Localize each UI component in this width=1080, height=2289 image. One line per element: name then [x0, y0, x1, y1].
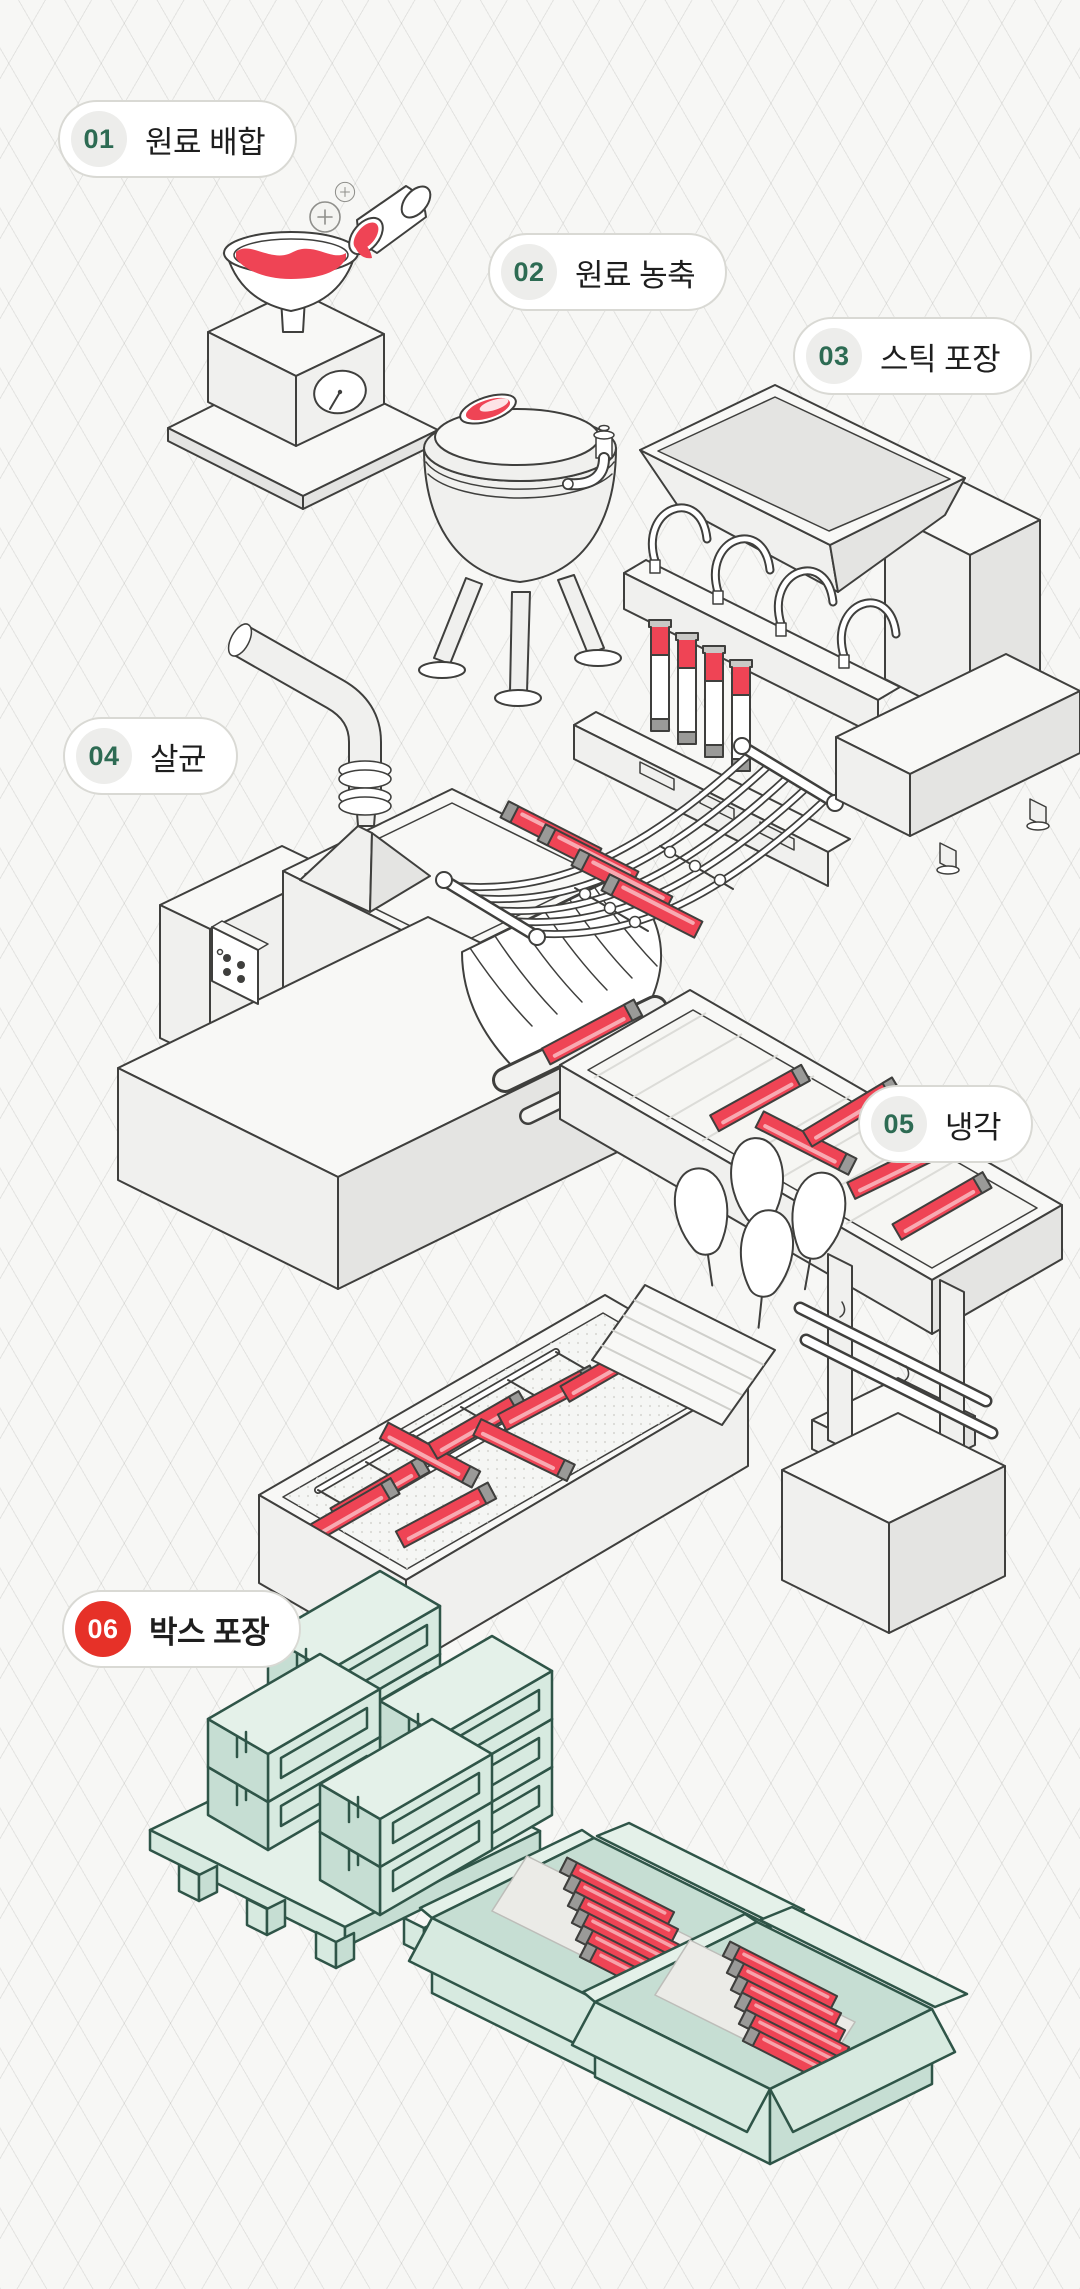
station-3-conveyor-icon [435, 737, 844, 946]
paddle-unit-icon [669, 1135, 1006, 1634]
pouring-cup-icon [348, 185, 432, 259]
step-number-badge: 06 [75, 1601, 131, 1657]
station-5-cooling-bath-icon [258, 1135, 1006, 1669]
step-pill-06: 06 박스 포장 [62, 1590, 302, 1668]
step-pill-05: 05 냉각 [858, 1085, 1034, 1163]
step-pill-04: 04 살균 [63, 717, 239, 795]
step-number-badge: 05 [871, 1096, 927, 1152]
open-box-icon [409, 1823, 967, 2164]
station-3-base-platform-icon [835, 653, 1080, 875]
step-label: 스틱 포장 [880, 341, 1001, 377]
control-panel-icon [211, 920, 269, 1005]
step-label: 살균 [150, 741, 207, 777]
step-number: 03 [818, 340, 850, 371]
station-6-box-packing-icon [148, 1569, 967, 2164]
station-1-weighing-scale-icon [167, 181, 439, 510]
step-number-badge: 01 [71, 111, 127, 167]
step-number: 01 [83, 123, 115, 154]
step-number: 04 [88, 740, 120, 771]
tank-tap-icon [562, 424, 615, 491]
step-number: 02 [513, 256, 545, 287]
station-2-concentration-tank-icon [418, 393, 622, 707]
step-number-badge: 02 [501, 244, 557, 300]
step-pill-02: 02 원료 농축 [488, 233, 728, 311]
step-number: 05 [883, 1108, 915, 1139]
inlet-pipe-icon [227, 623, 392, 816]
step-pill-03: 03 스틱 포장 [793, 317, 1033, 395]
cooling-ramp-icon [591, 1284, 776, 1426]
step-label: 냉각 [945, 1109, 1002, 1145]
step-number-badge: 04 [76, 728, 132, 784]
plus-icon [309, 181, 356, 233]
step-label: 원료 배합 [145, 124, 266, 160]
funnel-icon [299, 799, 431, 913]
step-number-badge: 03 [806, 328, 862, 384]
station-3-stick-filling-machine-icon [573, 384, 1041, 887]
step-label: 원료 농축 [575, 257, 696, 293]
step-label: 박스 포장 [149, 1614, 270, 1650]
step-pill-01: 01 원료 배합 [58, 100, 298, 178]
step-number: 06 [87, 1613, 119, 1644]
